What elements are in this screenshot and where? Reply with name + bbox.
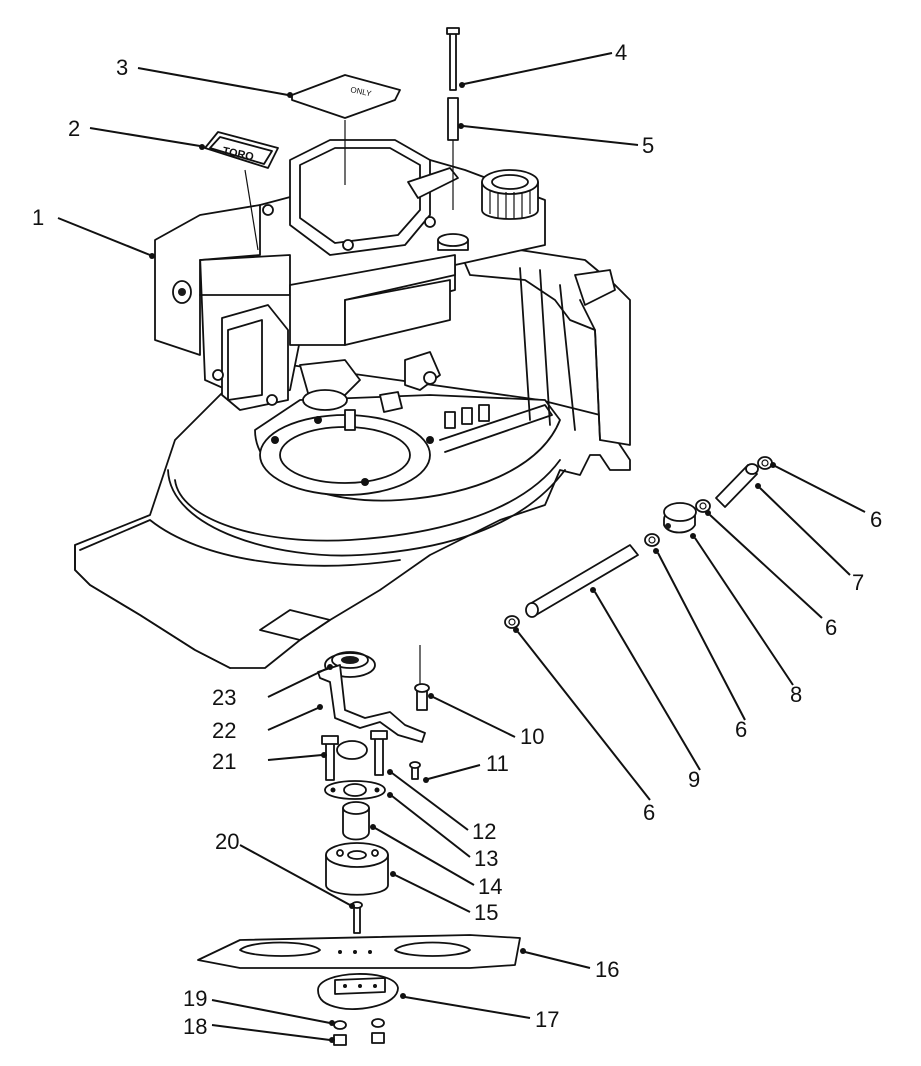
- callout-17: 17: [535, 1007, 559, 1032]
- part-21-bolts: [321, 730, 388, 781]
- callout-2: 2: [68, 116, 80, 141]
- part-19-lockwashers: [333, 1018, 385, 1030]
- callout-6a: 6: [870, 507, 882, 532]
- callout-16: 16: [595, 957, 619, 982]
- part-10-screw: [414, 683, 430, 711]
- part-4-bolt: [446, 27, 460, 91]
- callout-8: 8: [790, 682, 802, 707]
- part-7-tube: [715, 463, 759, 508]
- part-17-blade-retainer: [317, 973, 399, 1010]
- part-12-gasket: [324, 780, 386, 800]
- callout-numbers: 1 2 3 4 5 6 6 7 6 8 6 9 6 10 11 12 13 14…: [32, 40, 882, 1039]
- callout-4: 4: [615, 40, 627, 65]
- callout-21: 21: [212, 749, 236, 774]
- part-22-bracket: [317, 664, 426, 743]
- callout-23: 23: [212, 685, 236, 710]
- callout-3: 3: [116, 55, 128, 80]
- callout-11: 11: [486, 751, 509, 776]
- part-14-sleeve: [342, 801, 370, 841]
- part-15-adapter: [325, 842, 389, 896]
- callout-12: 12: [472, 819, 496, 844]
- callout-10: 10: [520, 724, 544, 749]
- part-6-clip-c: [644, 533, 660, 547]
- part-18-nuts: [333, 1032, 385, 1046]
- callout-20: 20: [215, 829, 239, 854]
- part-9-rod: [525, 544, 639, 618]
- callout-22: 22: [212, 718, 236, 743]
- callout-13: 13: [474, 846, 498, 871]
- part-6-clip-b: [695, 499, 711, 513]
- callout-6b: 6: [825, 615, 837, 640]
- part-8-knob: [663, 502, 697, 534]
- callout-6c: 6: [735, 717, 747, 742]
- callout-9: 9: [688, 767, 700, 792]
- part-6-clip-d: [504, 615, 520, 629]
- part-11-screw: [409, 761, 421, 780]
- callout-5: 5: [642, 133, 654, 158]
- callout-15: 15: [474, 900, 498, 925]
- callout-18: 18: [183, 1014, 207, 1039]
- leader-lines: [57, 52, 866, 1043]
- part-6-clip-a: [757, 456, 773, 470]
- part-13-plate: [336, 740, 368, 760]
- callout-6d: 6: [643, 800, 655, 825]
- part-16-blade: [197, 934, 521, 969]
- fuel-cap: [481, 169, 539, 220]
- callout-19: 19: [183, 986, 207, 1011]
- callout-14: 14: [478, 874, 502, 899]
- part-2-decal: TORO: [204, 131, 279, 169]
- cover-text: ONLY: [350, 85, 373, 98]
- part-3-air-cleaner-cover: ONLY: [291, 74, 401, 119]
- callout-1: 1: [32, 205, 44, 230]
- engine: [154, 139, 631, 446]
- part-5-spacer: [447, 97, 459, 141]
- callout-7: 7: [852, 570, 864, 595]
